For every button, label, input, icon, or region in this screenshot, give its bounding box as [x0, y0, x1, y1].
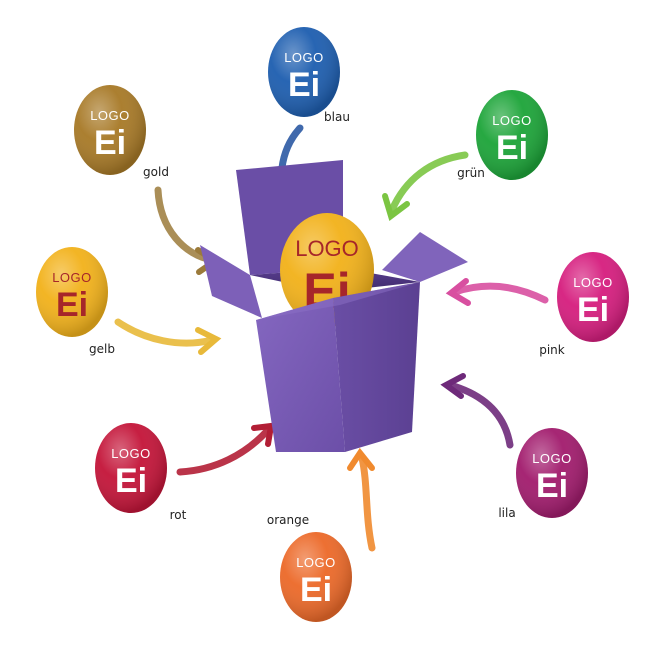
egg-gold-label: gold: [143, 165, 169, 179]
arrows: [114, 124, 549, 552]
egg-orange-logo-text: LOGO: [296, 555, 336, 570]
egg-options: LOGOEiblauLOGOEigoldLOGOEigrünLOGOEigelb…: [36, 27, 629, 622]
egg-rot-label: rot: [170, 508, 187, 522]
egg-gelb-label: gelb: [89, 342, 115, 356]
egg-blau-ei-text: Ei: [288, 66, 320, 104]
egg-gold-ei-text: Ei: [94, 124, 126, 162]
box-right-flap: [382, 232, 468, 282]
box-left-flap: [200, 245, 262, 318]
egg-blau-logo-text: LOGO: [284, 50, 324, 65]
egg-gelb-ei-text: Ei: [56, 286, 88, 324]
egg-gruen-label: grün: [457, 166, 485, 180]
egg-pink-ei-text: Ei: [577, 291, 609, 329]
egg-pink-label: pink: [539, 343, 565, 357]
box-body: [256, 282, 420, 452]
egg-lila-label: lila: [498, 506, 515, 520]
egg-lila-ei-text: Ei: [536, 467, 568, 505]
arrow-orange: [347, 447, 376, 552]
arrow-rot: [176, 422, 275, 476]
egg-orange-label: orange: [267, 513, 309, 527]
box-front-face: [256, 298, 345, 452]
egg-rot-ei-text: Ei: [115, 462, 147, 500]
arrow-gruen: [382, 151, 469, 221]
arrow-lila: [440, 373, 514, 449]
box-side-face: [333, 282, 420, 452]
center-egg-logo-text: LOGO: [295, 236, 359, 261]
egg-lila-logo-text: LOGO: [532, 451, 572, 466]
egg-pink-logo-text: LOGO: [573, 275, 613, 290]
egg-gelb-logo-text: LOGO: [52, 270, 92, 285]
egg-blau-label: blau: [324, 110, 350, 124]
egg-gruen-ei-text: Ei: [496, 129, 528, 167]
egg-gold-logo-text: LOGO: [90, 108, 130, 123]
egg-gruen-logo-text: LOGO: [492, 113, 532, 128]
arrow-pink: [445, 278, 549, 306]
egg-rot-logo-text: LOGO: [111, 446, 151, 461]
arrow-gelb: [114, 318, 222, 355]
egg-orange-ei-text: Ei: [300, 571, 332, 609]
